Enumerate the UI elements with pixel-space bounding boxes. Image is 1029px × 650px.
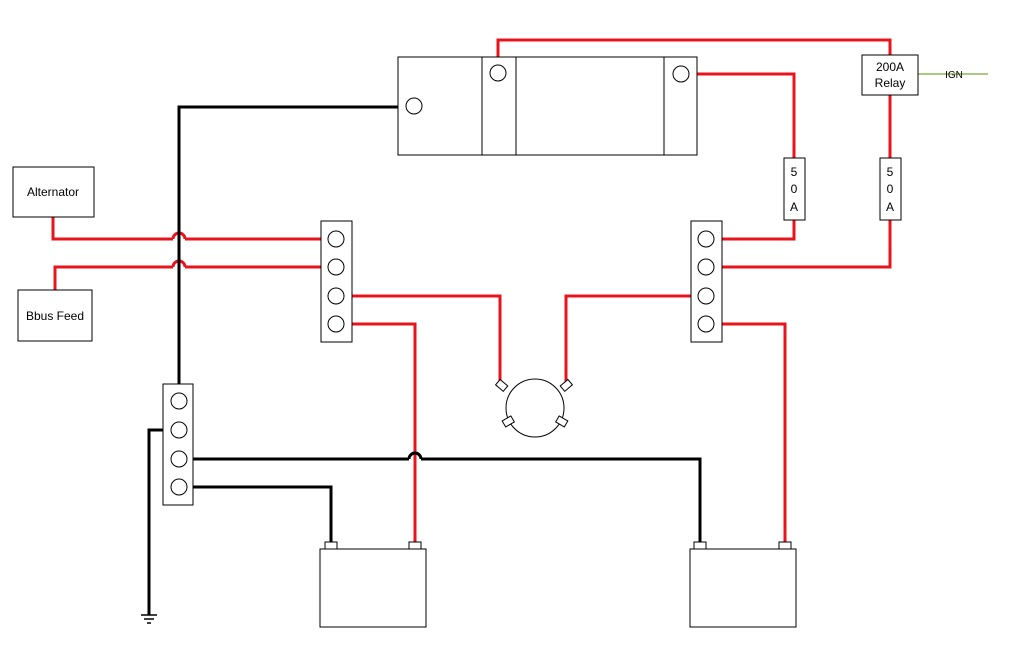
battery-2 [689, 541, 797, 628]
battery-2-terminal-positive [778, 541, 792, 550]
bbus-feed: Bbus Feed [17, 289, 93, 342]
wire-ground-bus-to-battery2-b [421, 457, 702, 542]
motor-tab-top-left [494, 378, 509, 392]
bus-bar-right-terminal-1 [697, 230, 715, 248]
wire-bus-left-to-motor [336, 294, 502, 385]
fuse-left-char-1: 5 [791, 165, 798, 179]
fuse-right-char-3: A [886, 200, 894, 214]
alternator-box [12, 166, 95, 218]
bus-bar-right-terminal-4 [697, 315, 715, 333]
alternator-label: Alternator [27, 185, 79, 199]
wire-bus-right-to-motor [564, 294, 706, 385]
wire-hop-battery2 [407, 451, 423, 460]
bus-bar-left-terminal-4 [327, 315, 345, 333]
fuse-left-char-2: 0 [791, 182, 798, 196]
battery-1-body [319, 548, 427, 628]
bus-bar-ground-terminal-4 [170, 478, 188, 496]
fuse-right: 5 0 A [879, 157, 902, 221]
bus-bar-left-terminal-3 [327, 287, 345, 305]
ign-label: IGN [945, 70, 963, 81]
bus-bar-left [320, 220, 353, 343]
wire-fuse-left-to-bus [706, 220, 796, 241]
bus-bar-ground-terminal-3 [170, 450, 188, 468]
motor-tab-bottom-left [501, 415, 516, 428]
wire-bbus-to-bus [53, 265, 173, 290]
fuse-right-char-2: 0 [887, 182, 894, 196]
wire-contactor-to-fuse-left [682, 72, 796, 158]
battery-2-body [689, 548, 797, 628]
contactor-terminal-coil [405, 97, 423, 115]
wire-contactor-to-ground-bus [177, 105, 414, 401]
negative-wires [147, 105, 702, 615]
bus-bar-left-terminal-2 [327, 258, 345, 276]
motor-icon [494, 378, 574, 438]
motor-body [505, 378, 565, 438]
relay-200a: 200A Relay [861, 54, 919, 96]
contactor-terminal-left [489, 64, 507, 82]
alternator: Alternator [12, 166, 95, 218]
positive-wires [51, 38, 892, 542]
bus-bar-right-terminal-2 [697, 258, 715, 276]
battery-1 [319, 541, 427, 628]
motor-tab-bottom-right [554, 415, 569, 428]
wire-alternator-to-bus [51, 217, 173, 241]
fuse-left-body [783, 157, 806, 221]
wire-bus-right-to-battery2 [706, 322, 787, 542]
relay-label-line2: Relay [875, 76, 906, 90]
wire-bus-left-to-battery1 [336, 322, 417, 542]
fuse-right-char-1: 5 [887, 165, 894, 179]
fuse-left-char-3: A [790, 200, 798, 214]
fuse-left: 5 0 A [783, 157, 806, 221]
bus-bar-right [690, 220, 723, 343]
fuse-right-body [879, 157, 902, 221]
bus-bar-ground-terminal-1 [170, 392, 188, 410]
contactor-body [397, 56, 698, 156]
contactor [397, 56, 698, 156]
motor-tab-top-right [559, 378, 574, 392]
battery-1-terminal-negative [324, 541, 338, 550]
bus-bar-right-terminal-3 [697, 287, 715, 305]
bus-bar-ground-terminal-2 [170, 421, 188, 439]
bus-bar-ground [162, 383, 194, 506]
relay-body [861, 54, 919, 96]
contactor-terminal-right [672, 65, 690, 83]
bus-bar-left-terminal-1 [327, 230, 345, 248]
ground-icon [141, 614, 157, 624]
wire-fuse-right-to-bus [706, 220, 892, 269]
relay-label-line1: 200A [876, 60, 904, 74]
battery-2-terminal-negative [693, 541, 707, 550]
bbus-feed-box [17, 289, 93, 342]
bbus-feed-label: Bbus Feed [26, 309, 84, 323]
battery-1-terminal-positive [408, 541, 422, 550]
wire-ground-bus-to-battery1 [179, 485, 333, 542]
